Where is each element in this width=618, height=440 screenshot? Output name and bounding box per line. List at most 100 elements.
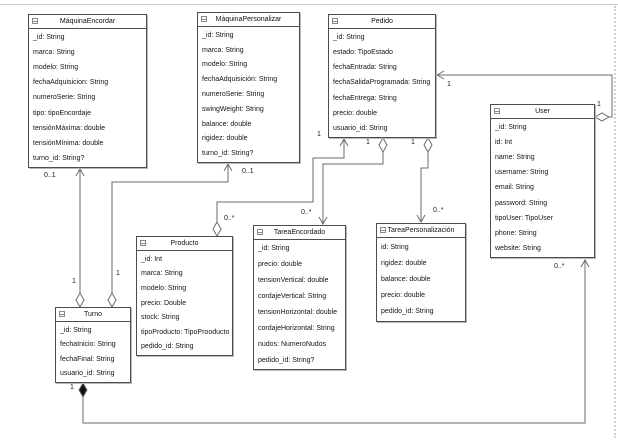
class-title: Pedido — [371, 18, 393, 25]
multiplicity-label-turno-mp-source: 1 — [116, 270, 120, 277]
attribute-row: balance: double — [381, 276, 431, 283]
attribute-row: tensionHorizontal: double — [258, 308, 337, 316]
attribute-row: _id: String — [333, 34, 365, 42]
attribute-row: name: String — [495, 154, 535, 162]
class-title: MáquinaEncordar — [59, 18, 116, 25]
open-arrowhead — [339, 137, 349, 147]
attribute-row: modelo: String — [202, 61, 248, 69]
attribute-row: numeroSerie: String — [33, 94, 96, 102]
class-title-bar: MáquinaEncordar — [29, 15, 146, 29]
collapse-icon[interactable] — [59, 311, 65, 317]
attribute-row: cordajeVertical: String — [258, 293, 327, 301]
attribute-row: tensionVertical: double — [258, 277, 329, 285]
attribute-row: precio: Double — [141, 299, 187, 307]
connector-pedido-tareapersonalizacion[interactable] — [416, 136, 433, 224]
attribute-row: fechaAdquisición: String — [202, 76, 278, 84]
attribute-row: id: Int — [495, 139, 513, 147]
attribute-row: _id: String — [33, 34, 65, 42]
connector-producto-pedido[interactable] — [212, 137, 349, 238]
open-arrowhead — [318, 216, 328, 226]
attribute-row: cordajeHorizontal: String — [258, 324, 335, 332]
aggregation-diamond — [212, 220, 222, 238]
attribute-row: fechaInicio: String — [60, 341, 116, 349]
multiplicity-label-producto-pedido-source: 0..* — [224, 215, 235, 222]
canvas-top-border — [0, 4, 618, 5]
class-title: Turno — [83, 311, 103, 318]
attribute-row: marca: String — [141, 270, 183, 278]
attribute-row: _id: String — [60, 326, 92, 334]
connector-turno-user[interactable] — [78, 258, 590, 424]
attribute-row: _id: String — [495, 124, 527, 132]
class-title-bar: TareaPersonalización — [377, 224, 465, 238]
connector-pedido-tareaencordado[interactable] — [318, 136, 388, 226]
multiplicity-label-turno-mp-target: 0..1 — [242, 168, 254, 175]
attribute-row: fechaEntrega: String — [333, 94, 397, 102]
aggregation-diamond — [423, 136, 433, 154]
attribute-row: tipoUser: TipoUser — [495, 214, 553, 222]
aggregation-diamond — [107, 291, 117, 309]
class-title: MáquinaPersonalizar — [215, 16, 282, 23]
attribute-row: estado: TipoEstado — [333, 49, 393, 57]
collapse-icon[interactable] — [140, 240, 146, 246]
connector-user-pedido[interactable] — [435, 70, 613, 122]
attribute-row: password: String — [495, 199, 548, 207]
attribute-row: turno_id: String? — [33, 154, 85, 162]
connector-turno-maquinapersonalizar[interactable] — [107, 162, 233, 309]
attribute-row: pedido_id: String — [381, 308, 434, 316]
attribute-row: swingWeight: String — [202, 105, 264, 113]
class-title-bar: User — [491, 105, 594, 119]
attribute-row: tipo: tipoEncordaje — [33, 109, 91, 117]
class-title: User — [535, 108, 550, 115]
class-title: Producto — [170, 240, 199, 247]
collapse-icon[interactable] — [201, 16, 207, 22]
attribute-row: stock: String — [141, 314, 180, 322]
collapse-icon[interactable] — [332, 18, 338, 24]
open-arrowhead — [75, 167, 85, 177]
open-arrowhead — [435, 70, 445, 80]
class-title-bar: TareaEncordado — [254, 226, 345, 240]
multiplicity-label-turno-me-target: 0..1 — [44, 172, 56, 179]
connector-turno-maquinaencordar[interactable] — [75, 167, 85, 309]
attribute-row: id: String — [381, 243, 409, 251]
multiplicity-label-turno-user-target: 0..* — [554, 263, 565, 270]
attribute-row: usuario_id: String — [333, 124, 388, 132]
aggregation-diamond — [593, 112, 611, 122]
attribute-row: precio: double — [333, 109, 377, 117]
aggregation-diamond — [75, 291, 85, 309]
attribute-row: username: String — [495, 169, 549, 177]
composition-diamond — [78, 381, 88, 399]
aggregation-diamond — [378, 136, 388, 154]
attribute-row: _id: String — [258, 245, 290, 253]
collapse-icon[interactable] — [380, 227, 386, 233]
multiplicity-label-pedido-tp-target: 0..* — [433, 207, 444, 214]
collapse-icon[interactable] — [494, 108, 500, 114]
open-arrowhead — [416, 214, 426, 224]
collapse-icon[interactable] — [257, 229, 263, 235]
multiplicity-label-pedido-tp-source: 1 — [411, 139, 415, 146]
collapse-icon[interactable] — [32, 18, 38, 24]
attribute-row: rigidez: double — [202, 135, 248, 143]
attribute-row: email: String — [495, 184, 534, 192]
page-boundary-dotted-line — [614, 6, 616, 438]
class-box-pedido[interactable]: Pedido _id: String estado: TipoEstado fecha… — [328, 14, 436, 138]
multiplicity-label-pedido-te-source: 1 — [366, 139, 370, 146]
attribute-row: modelo: String — [33, 64, 79, 72]
attribute-row: tensiónMínima: double — [33, 139, 104, 147]
class-box-user[interactable]: User _id: String id: Int name: String userna… — [490, 104, 595, 258]
attribute-row: pedido_id: String? — [258, 356, 315, 364]
class-title: TareaPersonalización — [387, 227, 455, 234]
class-title-bar: Turno — [56, 308, 130, 322]
attribute-row: website: String — [495, 244, 541, 252]
